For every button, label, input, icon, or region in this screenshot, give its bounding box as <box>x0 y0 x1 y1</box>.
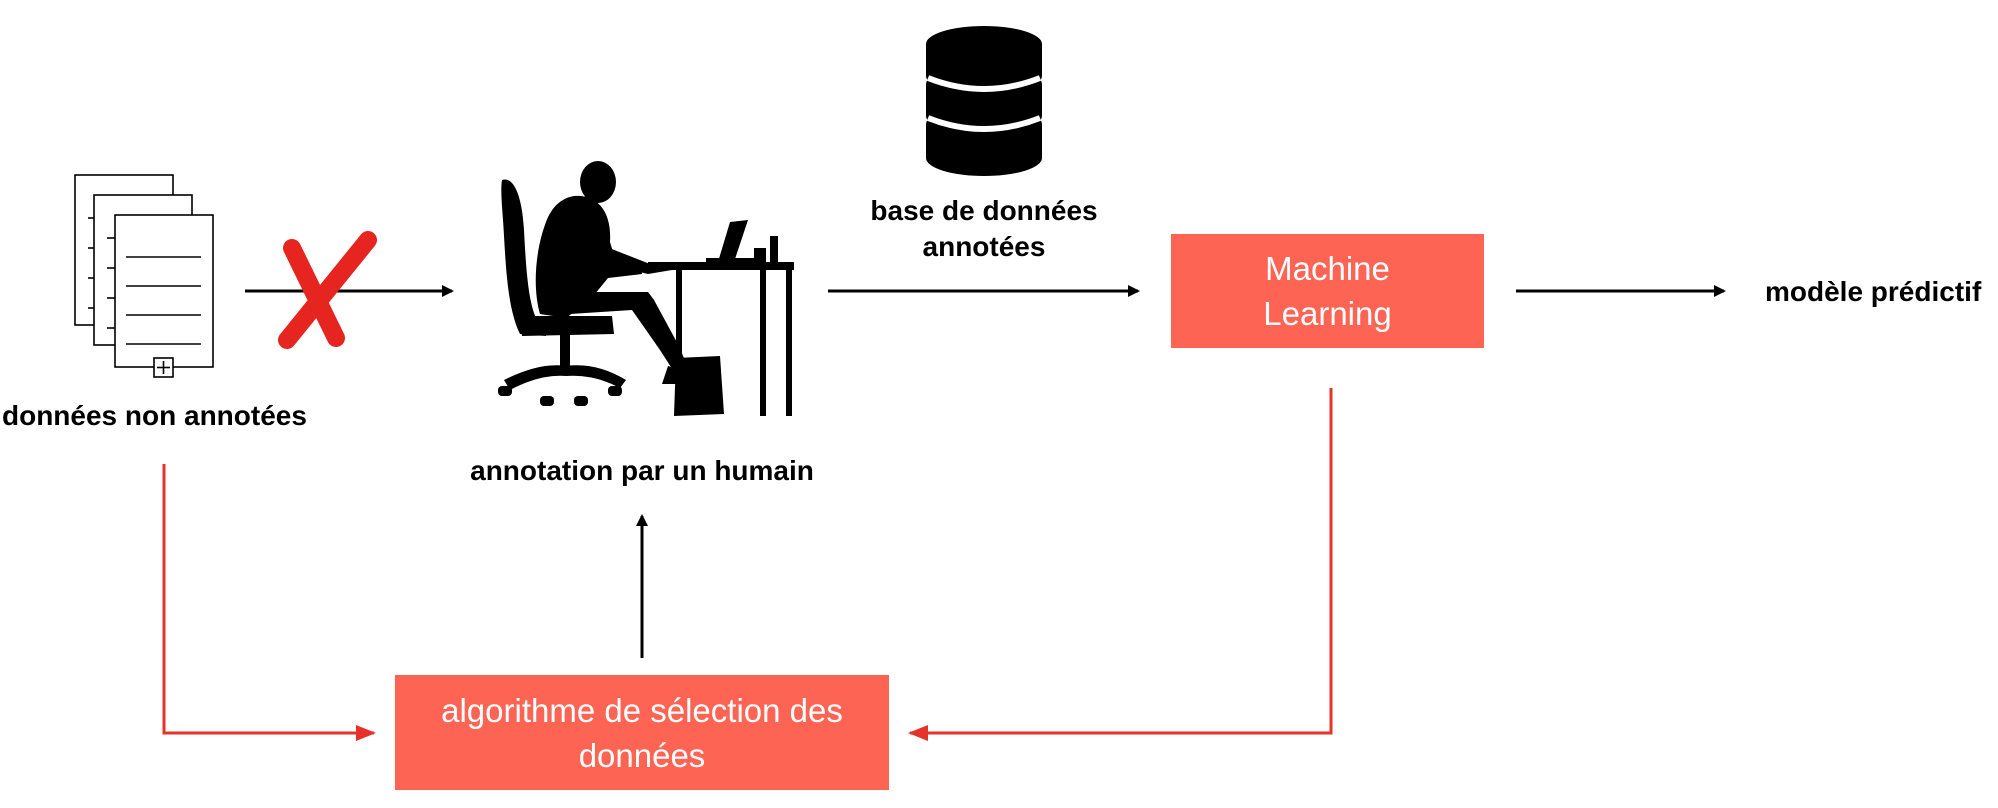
machine-learning-line2: Learning <box>1263 295 1392 332</box>
selection-algorithm-box: algorithme de sélection des données <box>395 675 889 790</box>
annotated-db-label: base de données annotées <box>870 193 1097 265</box>
machine-learning-box: Machine Learning <box>1171 234 1484 348</box>
person-at-desk-silhouette-icon <box>498 161 794 416</box>
database-icon <box>926 26 1042 176</box>
red-arrow-ml-to-selection <box>908 388 1333 741</box>
human-annotation-label: annotation par un humain <box>470 455 814 486</box>
selection-algorithm-line2: données <box>578 736 706 774</box>
unlabeled-data-label: données non annotées <box>2 400 307 431</box>
annotated-db-label-line2: annotées <box>922 231 1046 262</box>
red-arrow-data-to-selection <box>162 464 376 741</box>
annotated-db-label-line1: base de données <box>870 195 1098 226</box>
predictive-model-label: modèle prédictif <box>1765 276 1982 307</box>
documents-stack-icon <box>74 174 214 378</box>
selection-algorithm-line1: algorithme de sélection des <box>441 691 843 729</box>
red-cross-icon <box>278 231 377 349</box>
machine-learning-line1: Machine <box>1265 250 1390 287</box>
